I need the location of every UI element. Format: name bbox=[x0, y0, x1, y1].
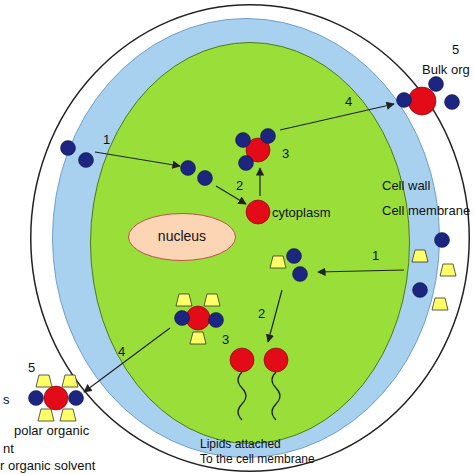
legend-fragment-box: nt bbox=[3, 441, 14, 456]
callout-number-box: 3 bbox=[222, 332, 229, 347]
legend-fragment: s bbox=[3, 392, 10, 407]
callout-number: 4 bbox=[345, 94, 352, 109]
callout-number: 2 bbox=[258, 306, 265, 321]
node-label: Cell membrane bbox=[382, 203, 470, 218]
callout-number-box: 4 bbox=[345, 94, 352, 109]
callout-number-box: 1 bbox=[372, 248, 379, 263]
solvent-molecule bbox=[445, 95, 460, 110]
lipid-droplet bbox=[44, 386, 68, 410]
callout-number: 3 bbox=[282, 146, 289, 161]
node-label: nucleus bbox=[128, 229, 236, 244]
callout-number: 1 bbox=[103, 132, 110, 147]
bulk-label-box: Bulk org bbox=[422, 62, 470, 77]
cell-membrane-oval: Cell membranecytoplasmnucleus bbox=[52, 18, 440, 458]
callout-number: 2 bbox=[236, 178, 243, 193]
callout-number-box: 1 bbox=[103, 132, 110, 147]
lipid-note-box: Lipids attached To the cell membrane bbox=[200, 437, 330, 467]
outline-ellipse bbox=[53, 19, 440, 458]
callout-number: 1 bbox=[372, 248, 379, 263]
legend-fragment-box: polar organic bbox=[14, 423, 89, 438]
solvent-molecule bbox=[429, 77, 444, 92]
callout-number-box: 2 bbox=[258, 306, 265, 321]
callout-number-box: 2 bbox=[236, 178, 243, 193]
callout-number-box: 3 bbox=[282, 146, 289, 161]
cell-wall-oval: Cell wallCell membrane cytoplasm nucleus bbox=[30, 4, 470, 472]
callout-number-box: 4 bbox=[118, 344, 125, 359]
polar-solvent-molecule bbox=[60, 409, 76, 421]
legend-fragment: r organic solvent bbox=[0, 458, 95, 473]
node-label: Cell wall bbox=[382, 178, 430, 193]
solvent-molecule bbox=[29, 391, 44, 406]
callout-number: 4 bbox=[118, 344, 125, 359]
polar-solvent-molecule bbox=[38, 409, 54, 421]
callout-number-box: 5 bbox=[28, 360, 35, 375]
cytoplasm-oval: cytoplasm nucleus bbox=[90, 42, 410, 444]
legend-fragment-box: r organic solvent bbox=[0, 458, 95, 473]
outline-ellipse bbox=[129, 214, 236, 261]
callout-number: 5 bbox=[28, 360, 35, 375]
lipid-note: Lipids attached To the cell membrane bbox=[200, 437, 315, 466]
bulk-label: Bulk org bbox=[422, 62, 470, 77]
callout-number: 3 bbox=[222, 332, 229, 347]
callout-number: 5 bbox=[452, 42, 459, 57]
legend-fragment-box: s bbox=[3, 392, 10, 407]
legend-fragment: polar organic bbox=[14, 423, 89, 438]
outline-ellipse bbox=[31, 5, 470, 472]
wrap-spacer bbox=[290, 437, 330, 451]
node-label: cytoplasm bbox=[272, 205, 331, 220]
callout-number-box: 5 bbox=[452, 42, 459, 57]
legend-fragment: nt bbox=[3, 441, 14, 456]
polar-solvent-molecule bbox=[36, 375, 52, 387]
solvent-molecule bbox=[69, 391, 84, 406]
outline-ellipse bbox=[91, 43, 410, 444]
nucleus-ellipse: nucleus bbox=[128, 213, 236, 261]
